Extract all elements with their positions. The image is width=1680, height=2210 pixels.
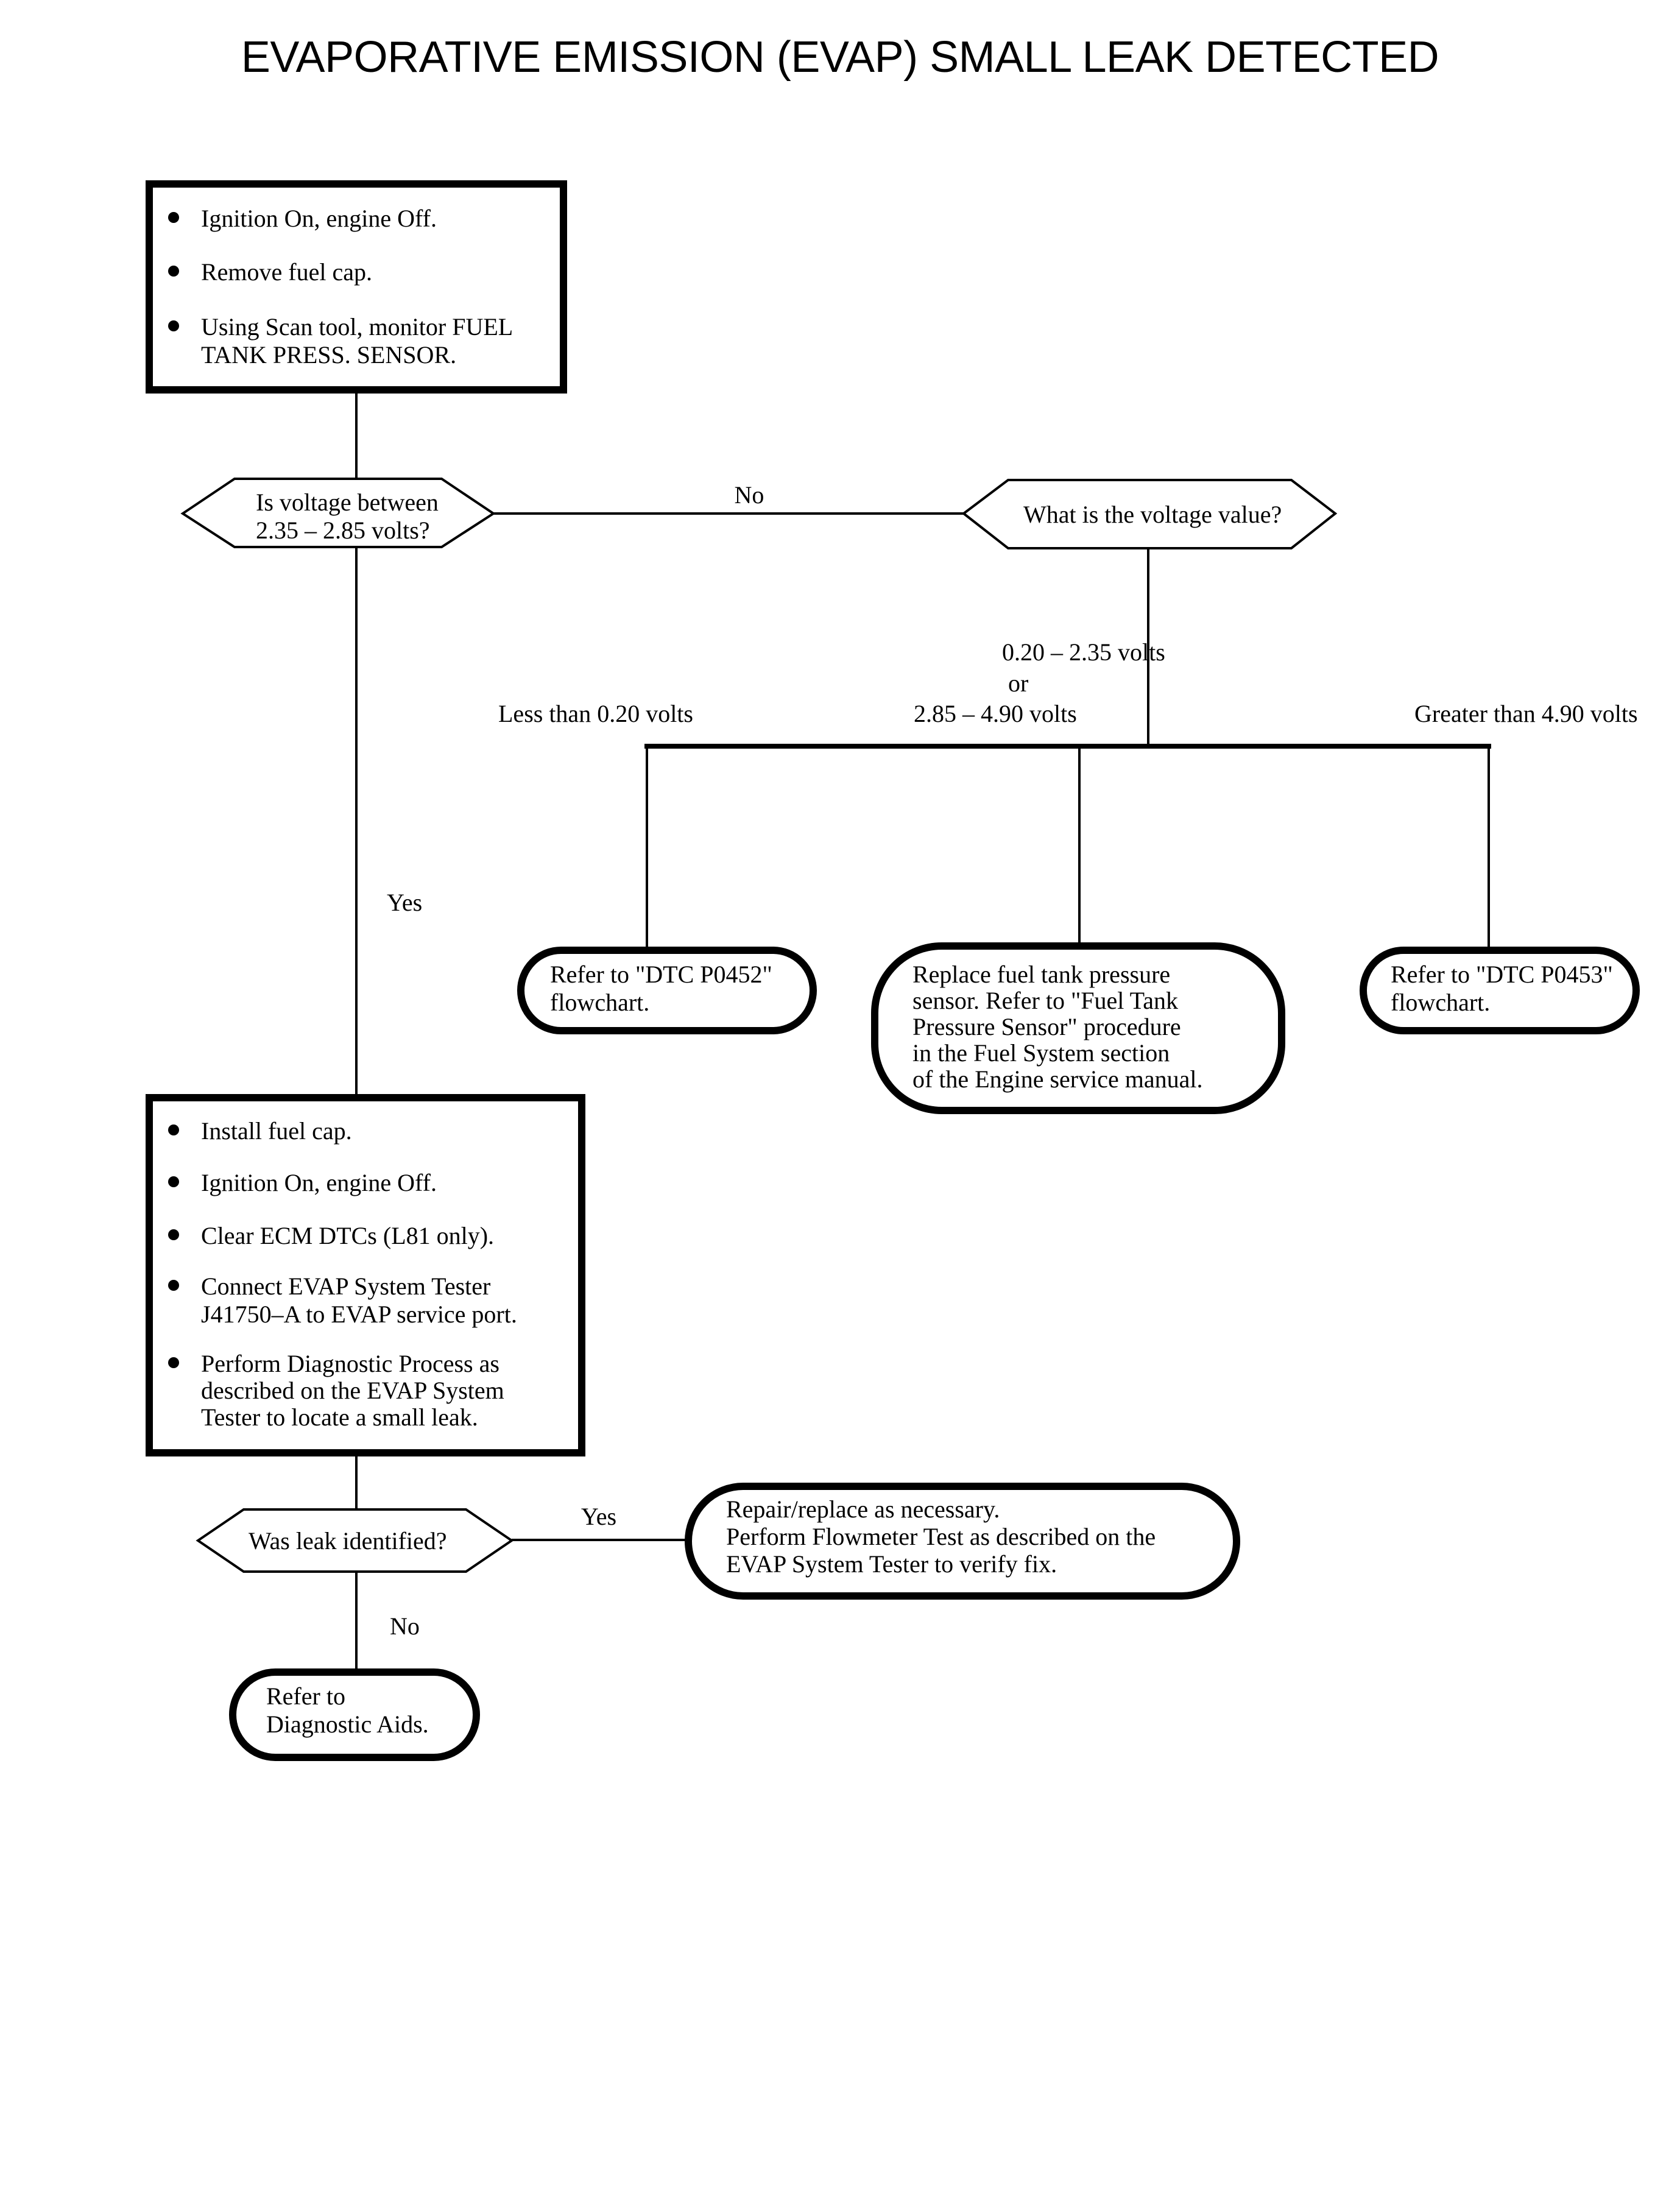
bullet-dot-icon [168,1124,179,1135]
result5-box: Refer to Diagnostic Aids. [229,1668,480,1761]
edge-label-no-top: No [735,481,764,509]
result1-outline [517,947,817,1034]
branch-label-right: Greater than 4.90 volts [1414,700,1638,727]
step2-box: Install fuel cap. Ignition On, engine Of… [146,1094,585,1456]
decision3-outline [196,1508,514,1573]
result3-line1: Refer to "DTC P0453" [1391,961,1613,988]
page-title: EVAPORATIVE EMISSION (EVAP) SMALL LEAK D… [241,33,1439,82]
step2-bullet-5-line1: Perform Diagnostic Process as [201,1350,499,1377]
decision1-outline [180,478,496,548]
step2-bullet-3: Clear ECM DTCs (L81 only). [201,1222,494,1249]
decision1-line2: 2.35 – 2.85 volts? [256,517,430,544]
result2-line1: Replace fuel tank pressure [912,961,1170,988]
step2-bullet-2: Ignition On, engine Off. [201,1169,437,1196]
result4-outline [685,1483,1240,1600]
step2-bullet-5-line2: described on the EVAP System [201,1377,504,1404]
step1-box: Ignition On, engine Off. Remove fuel cap… [146,180,567,394]
result1-box: Refer to "DTC P0452" flowchart. [517,947,817,1034]
result1-line1: Refer to "DTC P0452" [550,961,772,988]
edge-label-no-leak: No [390,1612,420,1640]
result3-outline [1360,947,1640,1034]
bullet-dot-icon [168,212,179,223]
step2-bullet-4-line2: J41750–A to EVAP service port. [201,1301,517,1328]
decision3-line1: Was leak identified? [249,1527,447,1555]
branch-label-left: Less than 0.20 volts [498,700,693,727]
step1-bullet-3-line2: TANK PRESS. SENSOR. [201,341,456,369]
step1-bullet-2: Remove fuel cap. [201,258,372,286]
result4-line1: Repair/replace as necessary. [726,1495,1000,1523]
result2-line5: of the Engine service manual. [912,1065,1202,1093]
step2-bullet-4-line1: Connect EVAP System Tester [201,1273,490,1300]
step1-box-outline [146,180,567,394]
result2-line3: Pressure Sensor" procedure [912,1013,1181,1040]
result2-box: Replace fuel tank pressure sensor. Refer… [871,942,1285,1114]
result4-line3: EVAP System Tester to verify fix. [726,1550,1057,1578]
bullet-dot-icon [168,1357,179,1368]
branch-label-mid-line1: 0.20 – 2.35 volts [1002,638,1165,666]
result2-line2: sensor. Refer to "Fuel Tank [912,987,1178,1014]
decision1-line1: Is voltage between [256,489,439,516]
result3-line2: flowchart. [1391,989,1490,1016]
decision2-outline [961,479,1338,549]
step2-bullet-5-line3: Tester to locate a small leak. [201,1403,478,1431]
bullet-dot-icon [168,1229,179,1240]
result4-line2: Perform Flowmeter Test as described on t… [726,1523,1156,1550]
result4-box: Repair/replace as necessary. Perform Flo… [685,1483,1240,1600]
connector-lines [355,390,1491,1672]
decision2-line1: What is the voltage value? [1023,501,1282,528]
branch-label-mid-line3: 2.85 – 4.90 volts [914,700,1077,727]
edge-label-yes-left: Yes [387,889,422,916]
decision1-hexagon: Is voltage between 2.35 – 2.85 volts? [180,478,496,548]
result5-line2: Diagnostic Aids. [266,1710,429,1738]
edge-label-yes-leak: Yes [581,1503,616,1530]
result5-line1: Refer to [266,1682,345,1710]
branch-label-mid-line2: or [1008,669,1028,697]
decision3-hexagon: Was leak identified? [196,1508,514,1573]
step1-bullet-3-line1: Using Scan tool, monitor FUEL [201,313,513,341]
bullet-dot-icon [168,266,179,277]
bullet-dot-icon [168,320,179,331]
step1-bullet-1: Ignition On, engine Off. [201,205,437,232]
step2-box-outline [146,1094,585,1456]
result2-outline [871,942,1285,1114]
step2-bullet-1: Install fuel cap. [201,1117,352,1145]
result3-box: Refer to "DTC P0453" flowchart. [1360,947,1640,1034]
result2-line4: in the Fuel System section [912,1039,1170,1067]
bullet-dot-icon [168,1280,179,1291]
decision2-hexagon: What is the voltage value? [961,479,1338,549]
bullet-dot-icon [168,1176,179,1187]
result5-outline [229,1668,480,1761]
result1-line2: flowchart. [550,989,649,1016]
